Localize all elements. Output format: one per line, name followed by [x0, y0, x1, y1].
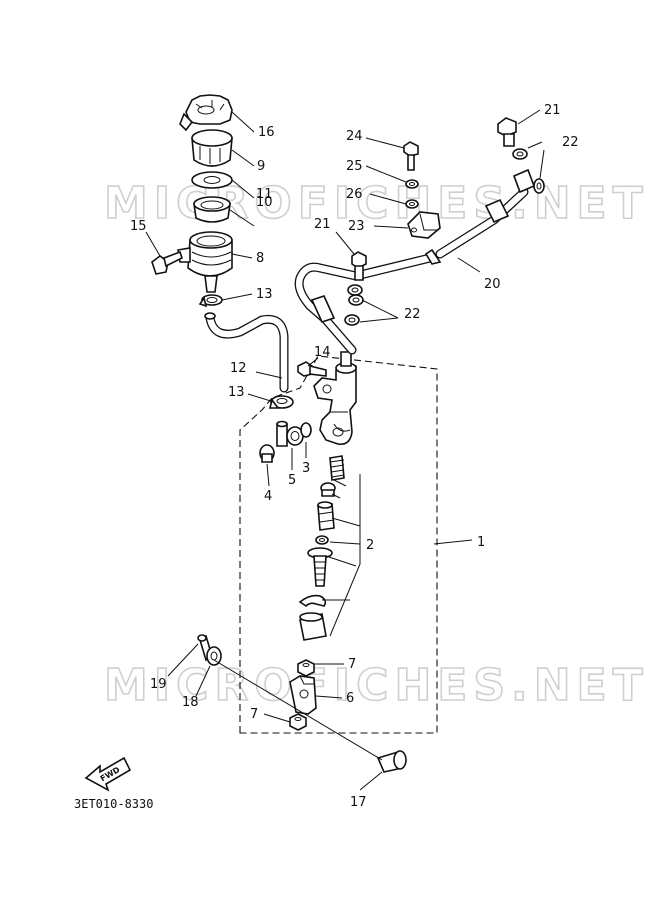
callout-4: 4: [264, 489, 272, 504]
reservoir-hose-12: [204, 312, 289, 393]
reservoir-bolt-15: [151, 250, 183, 275]
copper-washer-22-top-a: [512, 148, 528, 160]
washer-18: [206, 646, 222, 666]
callout-labels: 1 2 3 4 5 6 7 7 8 9 10 11 12 13 13 14 15…: [130, 103, 579, 810]
copper-washer-22-top-b: [533, 178, 545, 194]
leader-lines: [145, 109, 545, 791]
collar-26: [405, 199, 419, 209]
clevis-pin-17: [376, 750, 407, 773]
hose-holder-23: [407, 211, 441, 239]
washer-25: [405, 179, 419, 189]
callout-6: 6: [346, 691, 354, 706]
bolt-24: [403, 141, 419, 171]
pin-axis-line: [213, 659, 383, 761]
callout-18: 18: [182, 695, 199, 710]
callout-8: 8: [256, 251, 264, 266]
circlip-2: [298, 594, 327, 608]
nut-7-upper: [297, 659, 315, 677]
screw-4: [259, 444, 275, 463]
callout-12: 12: [230, 361, 247, 376]
callout-7-lower: 7: [250, 707, 258, 722]
callout-16: 16: [258, 125, 275, 140]
callout-9: 9: [257, 159, 265, 174]
master-cylinder-body: [313, 351, 357, 446]
union-bolt-21-top: [497, 117, 517, 147]
hose-joint-fitting-5: [276, 420, 288, 447]
callout-21-middle: 21: [314, 217, 331, 232]
callout-7-upper: 7: [348, 657, 356, 672]
push-rod-2: [307, 547, 333, 587]
o-ring-3: [300, 422, 312, 438]
callout-19: 19: [150, 677, 167, 692]
forward-direction-arrow: FWD: [84, 756, 132, 792]
callout-13-lower: 13: [228, 385, 245, 400]
boot-2: [299, 612, 327, 641]
callout-10: 10: [256, 195, 273, 210]
diaphragm-10: [193, 196, 231, 223]
cup-2: [320, 482, 336, 497]
callout-24: 24: [346, 129, 363, 144]
callout-23: 23: [348, 219, 365, 234]
brake-hose-20: [294, 168, 536, 355]
callout-1: 1: [477, 535, 485, 550]
washer-2: [315, 535, 329, 545]
spring-2: [329, 455, 345, 481]
callout-20: 20: [484, 277, 501, 292]
reservoir-cap-cover-16: [179, 94, 233, 132]
callout-22-top: 22: [562, 135, 579, 150]
clevis-6: [289, 675, 317, 715]
callout-3: 3: [302, 461, 310, 476]
copper-washer-22-middle-c: [344, 314, 360, 326]
nut-7-lower: [289, 713, 307, 731]
watermark-top: MICROFICHES.NET: [104, 178, 649, 229]
callout-13-upper: 13: [256, 287, 273, 302]
callout-22-middle: 22: [404, 307, 421, 322]
callout-17: 17: [350, 795, 367, 810]
piston-2: [317, 501, 335, 531]
callout-15: 15: [130, 219, 147, 234]
watermark-bottom: MICROFICHES.NET: [104, 660, 649, 711]
reservoir-cap-9: [191, 129, 233, 167]
callout-2: 2: [366, 538, 374, 553]
copper-washer-22-middle-a: [347, 284, 363, 296]
callout-21-top: 21: [544, 103, 561, 118]
bolt-14: [297, 361, 327, 377]
callout-11: 11: [256, 187, 273, 202]
union-bolt-21-middle: [351, 251, 367, 281]
diaphragm-plate-11: [191, 171, 233, 189]
copper-washer-22-middle-b: [348, 294, 364, 306]
hose-clamp-13-lower: [268, 395, 294, 409]
hose-clamp-13-upper: [198, 294, 223, 308]
callout-14: 14: [314, 345, 331, 360]
callout-25: 25: [346, 159, 363, 174]
diagram-code: 3ET010-8330: [74, 797, 153, 811]
callout-26: 26: [346, 187, 363, 202]
reservoir-tank-8: [177, 231, 233, 293]
assembly-boundary-dashed: [239, 355, 438, 734]
hose-joint-washer-5: [286, 426, 304, 446]
callout-5: 5: [288, 473, 296, 488]
